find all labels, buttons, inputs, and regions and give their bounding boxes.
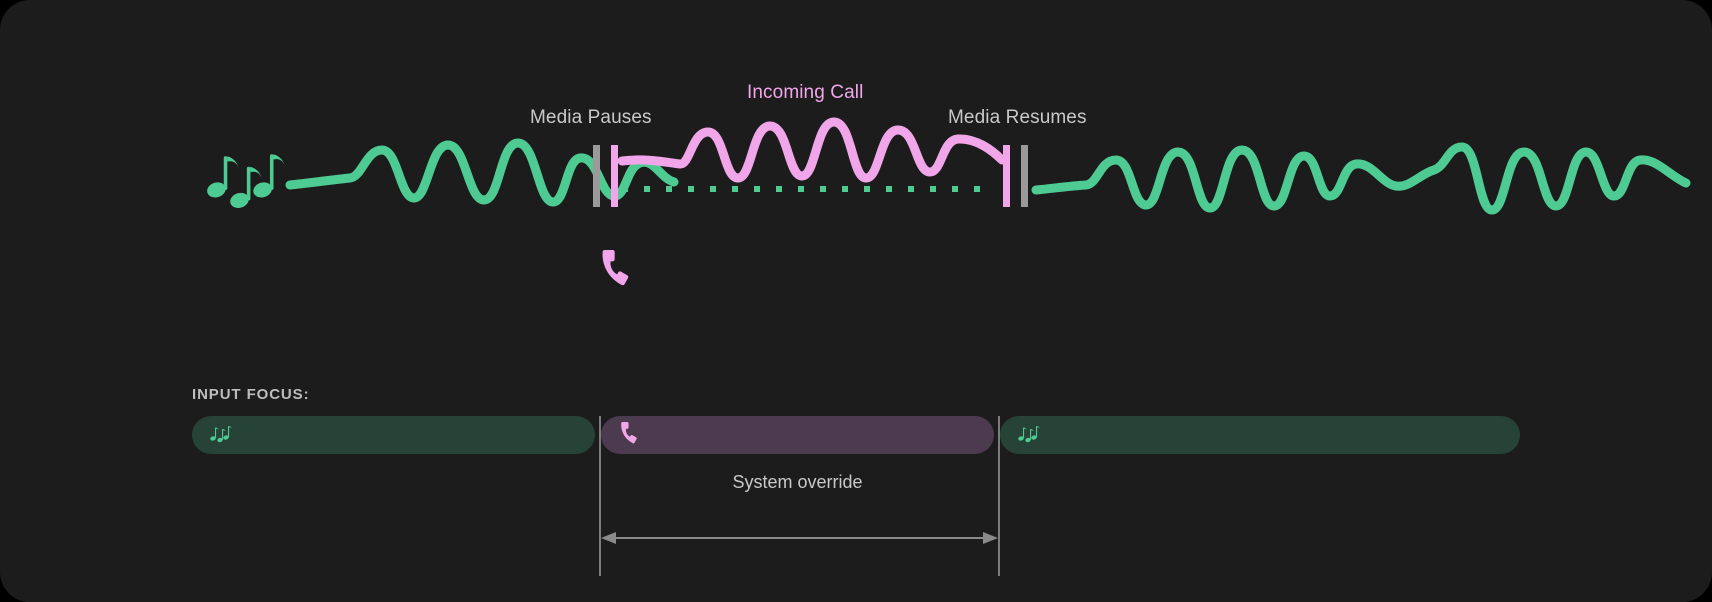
waveform-canvas — [207, 117, 1691, 286]
resume-marker-pink — [1003, 145, 1010, 207]
input-focus-label: INPUT FOCUS: — [192, 386, 310, 403]
focus-bar-call[interactable] — [601, 416, 994, 454]
system-override-label: System override — [732, 472, 863, 492]
music-notes-icon — [207, 154, 285, 208]
focus-bar-media-left[interactable] — [192, 416, 595, 454]
label-media-resumes: Media Resumes — [948, 107, 1087, 128]
music-notes-icon — [210, 423, 232, 447]
phone-handset-icon — [619, 422, 639, 448]
pause-marker-gray — [593, 145, 600, 207]
override-guide-line-right — [998, 416, 1000, 576]
muted-media-dotted-track — [622, 186, 980, 192]
focus-bar-media-right[interactable] — [1000, 416, 1520, 454]
resume-marker-gray — [1021, 145, 1028, 207]
waveform-incoming-call — [617, 117, 1007, 183]
system-override-arrow — [601, 532, 998, 544]
phone-handset-icon — [602, 250, 629, 286]
music-notes-icon — [1018, 423, 1040, 447]
label-media-pauses: Media Pauses — [530, 107, 652, 128]
pause-marker-pink — [611, 145, 618, 207]
label-incoming-call: Incoming Call — [747, 82, 864, 103]
input-focus-panel: INPUT FOCUS: — [0, 330, 1712, 602]
timeline-panel: Media Pauses Incoming Call Media Resumes — [207, 82, 1691, 286]
override-guide-line-left — [599, 416, 601, 576]
waveform-media-right — [1031, 142, 1691, 215]
